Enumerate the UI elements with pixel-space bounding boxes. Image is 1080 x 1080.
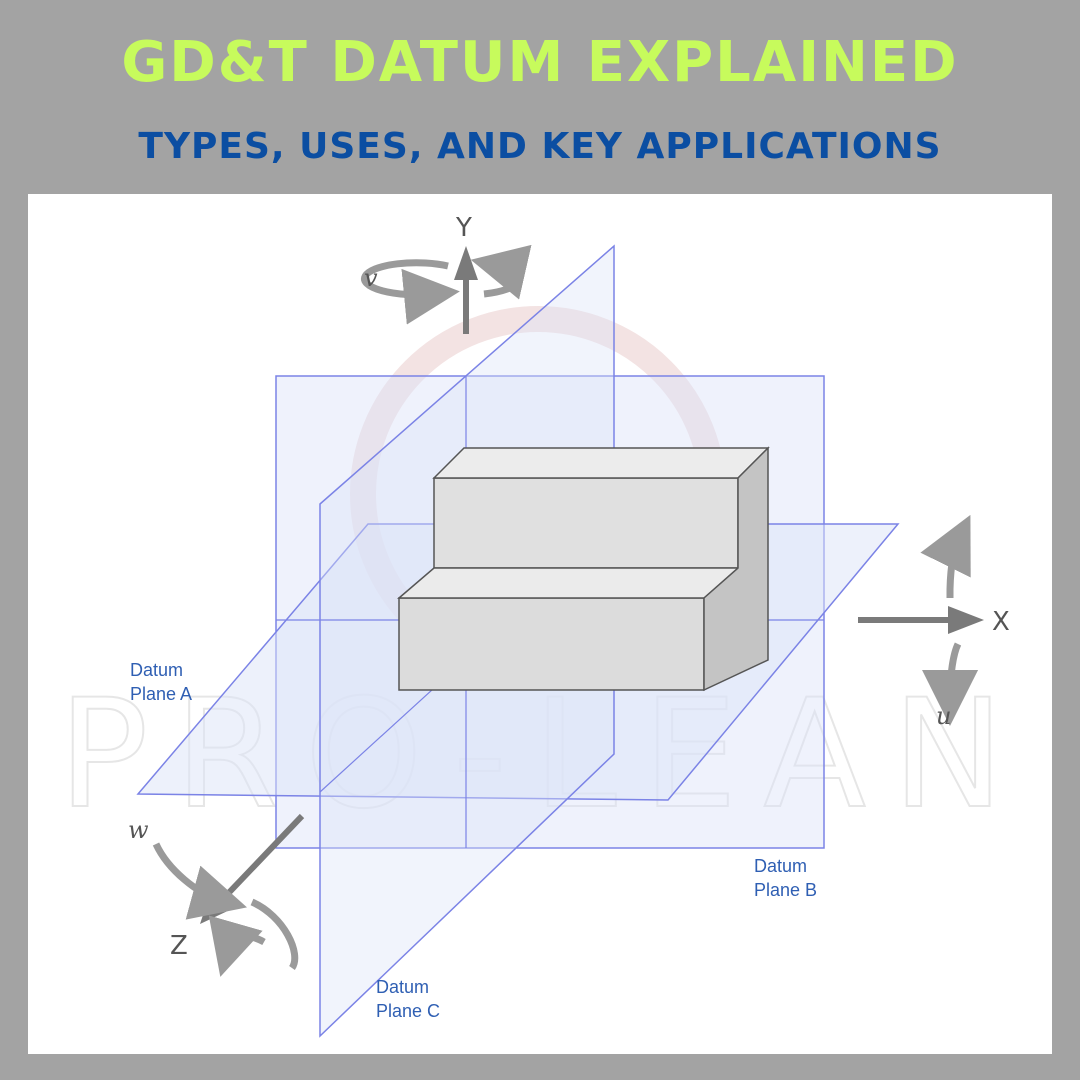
u-rotation-icon [920, 514, 979, 726]
datum-plane-c-label-line2: Plane C [376, 1001, 440, 1021]
z-axis-label: Z [170, 931, 188, 961]
datum-plane-b-label-line1: Datum [754, 856, 807, 876]
datum-plane-b-label: Datum Plane B [754, 856, 817, 900]
datum-diagram: PRO-LEAN Y v [57, 213, 1010, 1038]
w-rotation-icon [152, 842, 299, 977]
datum-plane-a-label-line1: Datum [130, 660, 183, 680]
diagram-panel: PRO-LEAN Y v [28, 194, 1052, 1054]
v-rotation-icon [361, 244, 532, 325]
u-rotation-label: u [936, 702, 951, 730]
stepped-block [396, 446, 770, 692]
x-axis-label: X [992, 607, 1010, 637]
x-axis-arrow [858, 606, 984, 634]
w-rotation-label: w [128, 816, 149, 844]
datum-plane-b-label-line2: Plane B [754, 880, 817, 900]
v-rotation-label: v [364, 264, 378, 292]
datum-plane-c-label: Datum Plane C [376, 977, 440, 1021]
datum-plane-c-label-line1: Datum [376, 977, 429, 997]
y-axis-label: Y [455, 213, 472, 243]
datum-plane-a-label: Datum Plane A [130, 660, 192, 704]
page-title: GD&T DATUM EXPLAINED [121, 30, 959, 95]
page-subtitle: TYPES, USES, AND KEY APPLICATIONS [138, 126, 942, 167]
datum-plane-a-label-line2: Plane A [130, 684, 192, 704]
